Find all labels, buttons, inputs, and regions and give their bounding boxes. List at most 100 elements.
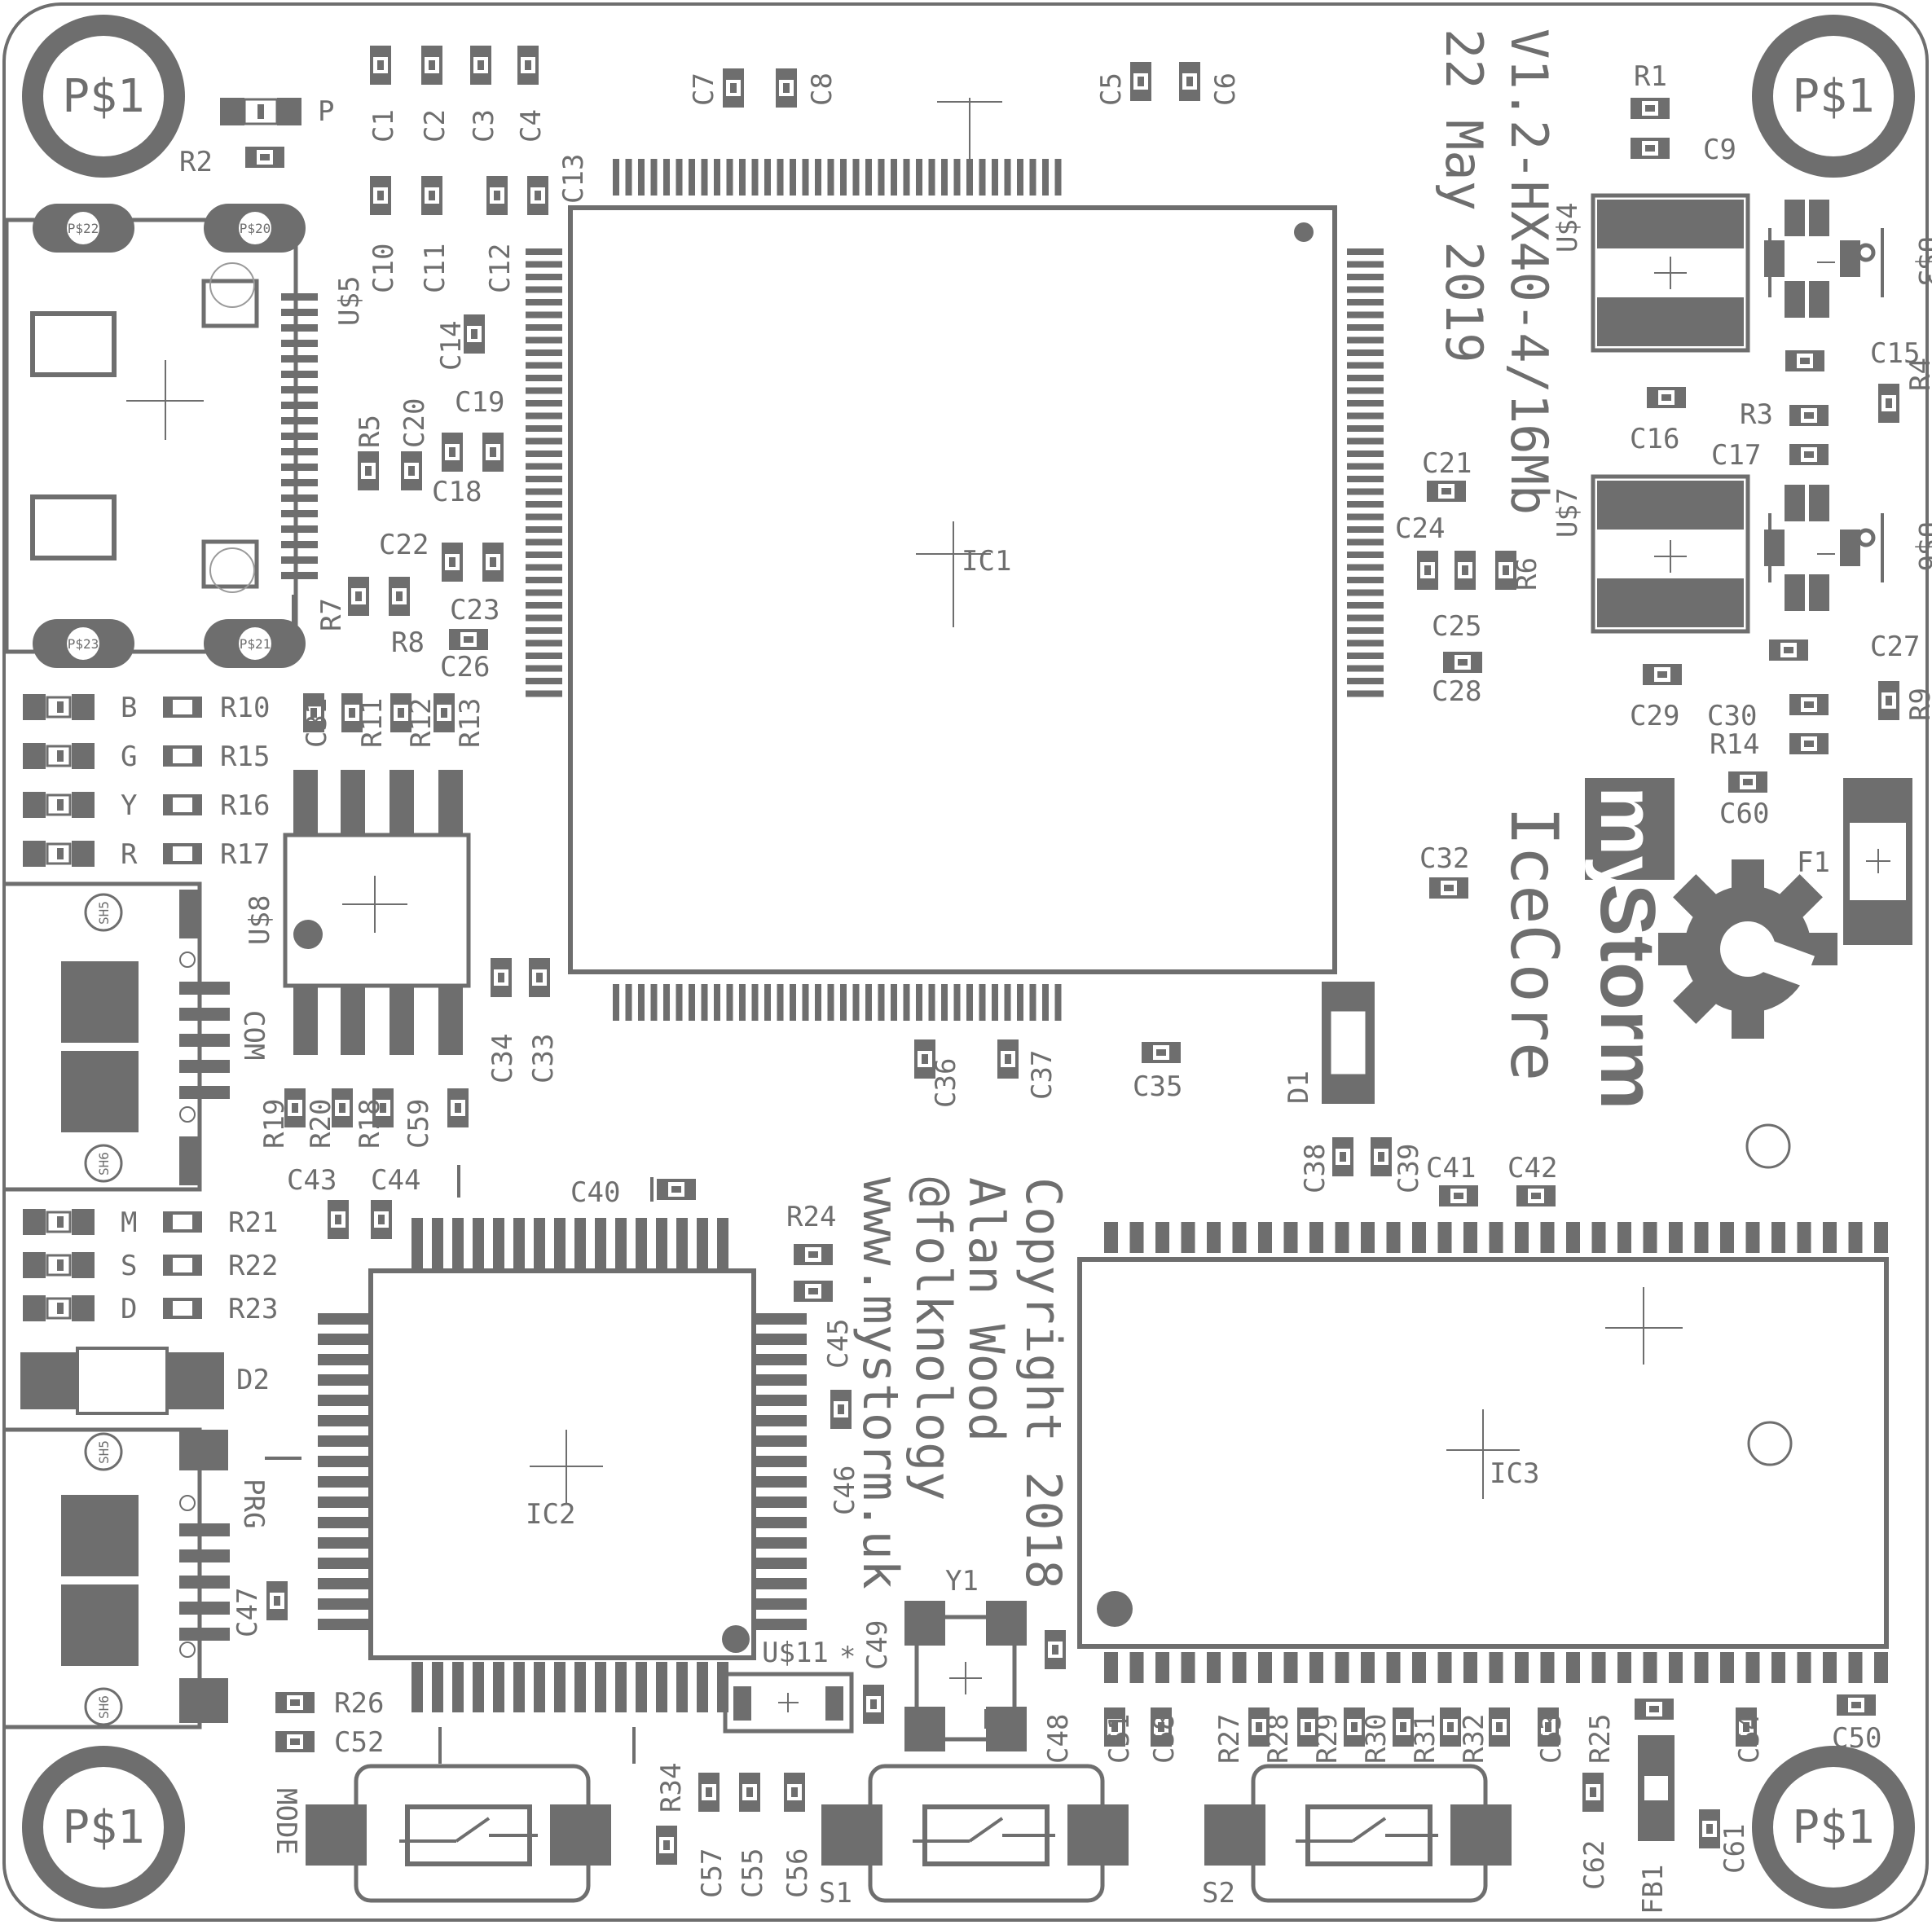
component-c38: C38	[1299, 1137, 1353, 1193]
component-label: R32	[1458, 1714, 1490, 1764]
component-r18: R18	[354, 1088, 394, 1149]
component-c23: C23	[450, 543, 504, 626]
component-label: C31	[301, 698, 333, 748]
component-label: C43	[287, 1164, 337, 1197]
u7-label: U$7	[1551, 488, 1584, 538]
component-label: R25	[1584, 1714, 1617, 1764]
component-r14: R14	[1710, 728, 1829, 761]
component-r7: R7	[315, 577, 369, 631]
component-label: R12	[405, 698, 438, 748]
component-c30: C30	[1707, 694, 1829, 732]
copyright-line-3: @folknology	[904, 1177, 962, 1501]
mount-hole-bottom-left: P$1	[22, 1746, 185, 1909]
component-label: C28	[1432, 675, 1481, 708]
usb-com-shield-label: SH5	[96, 901, 112, 925]
led-label: P	[318, 95, 334, 128]
component-label: C22	[379, 529, 429, 561]
component-c19: C19	[455, 386, 504, 472]
led-label: B	[121, 692, 137, 724]
component-label: R34	[655, 1763, 688, 1813]
component-c16: C16	[1630, 387, 1686, 455]
component-c18: C18	[432, 433, 482, 508]
component-label: C48	[1042, 1714, 1075, 1764]
component-label: C61	[1719, 1824, 1751, 1874]
component-c2: C2	[419, 46, 451, 143]
component-label: R5	[354, 415, 386, 448]
f1-fuse: F1	[1797, 778, 1912, 945]
component-c62: C62	[1578, 1773, 1611, 1890]
copyright-line-4: www.mystorm.uk	[852, 1177, 909, 1589]
component-label: C36	[930, 1058, 962, 1108]
component-label: C7	[688, 73, 720, 106]
y1-crystal: Y1	[904, 1565, 1027, 1751]
gear-icon	[1658, 859, 1837, 1039]
component-c51: C51	[1103, 1707, 1136, 1764]
logo-product: IceCore	[1496, 806, 1572, 1081]
component-c6: C6	[1179, 62, 1242, 106]
component-label: C20	[398, 398, 431, 448]
component-r20: R20	[305, 1088, 353, 1149]
mount-hole-label: P$1	[1792, 1801, 1874, 1854]
component-label: C50	[1832, 1722, 1881, 1755]
switch-mode-label: MODE	[270, 1788, 302, 1855]
led-label: Y	[121, 789, 137, 822]
component-label: C4	[515, 109, 548, 143]
y1-label: Y1	[945, 1565, 979, 1598]
usb-prg-label: PRG	[237, 1479, 270, 1528]
component-label: C44	[371, 1164, 420, 1197]
led-label: S	[121, 1250, 137, 1282]
component-label: R27	[1213, 1714, 1246, 1764]
component-label: C46	[829, 1466, 861, 1515]
component-r28: R28	[1262, 1707, 1318, 1764]
component-c43: C43	[287, 1164, 349, 1239]
component-label: C15	[1870, 337, 1920, 370]
component-label: C18	[432, 476, 482, 508]
ic3-label: IC3	[1490, 1457, 1539, 1490]
component-label: R6	[1511, 557, 1543, 591]
component-r19: R19	[258, 1088, 306, 1149]
component-label: C33	[527, 1034, 560, 1083]
component-label: C11	[419, 244, 451, 293]
component-label: R28	[1262, 1714, 1295, 1764]
component-label: C3	[468, 109, 500, 143]
component-c29: C29	[1630, 664, 1682, 732]
u11-marker: *	[839, 1641, 856, 1673]
hdmi-pad-label: P$21	[240, 636, 271, 652]
copyright-line-1: Copyright 2018	[1014, 1177, 1072, 1589]
component-c27: C27	[1769, 631, 1920, 663]
led-label: M	[121, 1206, 137, 1239]
fb1-ferrite: FB1	[1637, 1735, 1675, 1914]
d1-label: D1	[1283, 1070, 1315, 1104]
ic3-module: IC3	[1077, 1123, 1889, 1683]
switch-mode: MODE	[270, 1764, 611, 1903]
u11-chip: U$11 *	[723, 1637, 856, 1734]
component-c14: C14	[435, 314, 485, 371]
u3-regulator: U$3	[1764, 200, 1932, 318]
resistor-label: R16	[220, 789, 270, 822]
component-c32: C32	[1419, 842, 1469, 899]
component-c35: C35	[1133, 1042, 1182, 1103]
component-c33: C33	[527, 958, 560, 1083]
ic1-label: IC1	[962, 545, 1011, 578]
hdmi-label: U$5	[333, 276, 366, 326]
usb-com-connector: SH5 SH6 COM	[4, 881, 270, 1192]
component-label: C2	[419, 109, 451, 143]
mount-hole-label: P$1	[1792, 70, 1874, 123]
resistor-label: R10	[220, 692, 270, 724]
component-label: C58	[1148, 1714, 1181, 1764]
board-version: V1.2-HX40-4/16Mb	[1499, 29, 1559, 515]
component-label: C37	[1026, 1050, 1058, 1100]
component-c13: C13	[527, 154, 590, 215]
component-label: C62	[1578, 1840, 1611, 1890]
component-c7: C7	[688, 68, 744, 108]
component-label: C34	[486, 1034, 519, 1083]
component-c61: C61	[1699, 1809, 1751, 1874]
u8-flash-chip: U$8	[244, 770, 471, 1055]
